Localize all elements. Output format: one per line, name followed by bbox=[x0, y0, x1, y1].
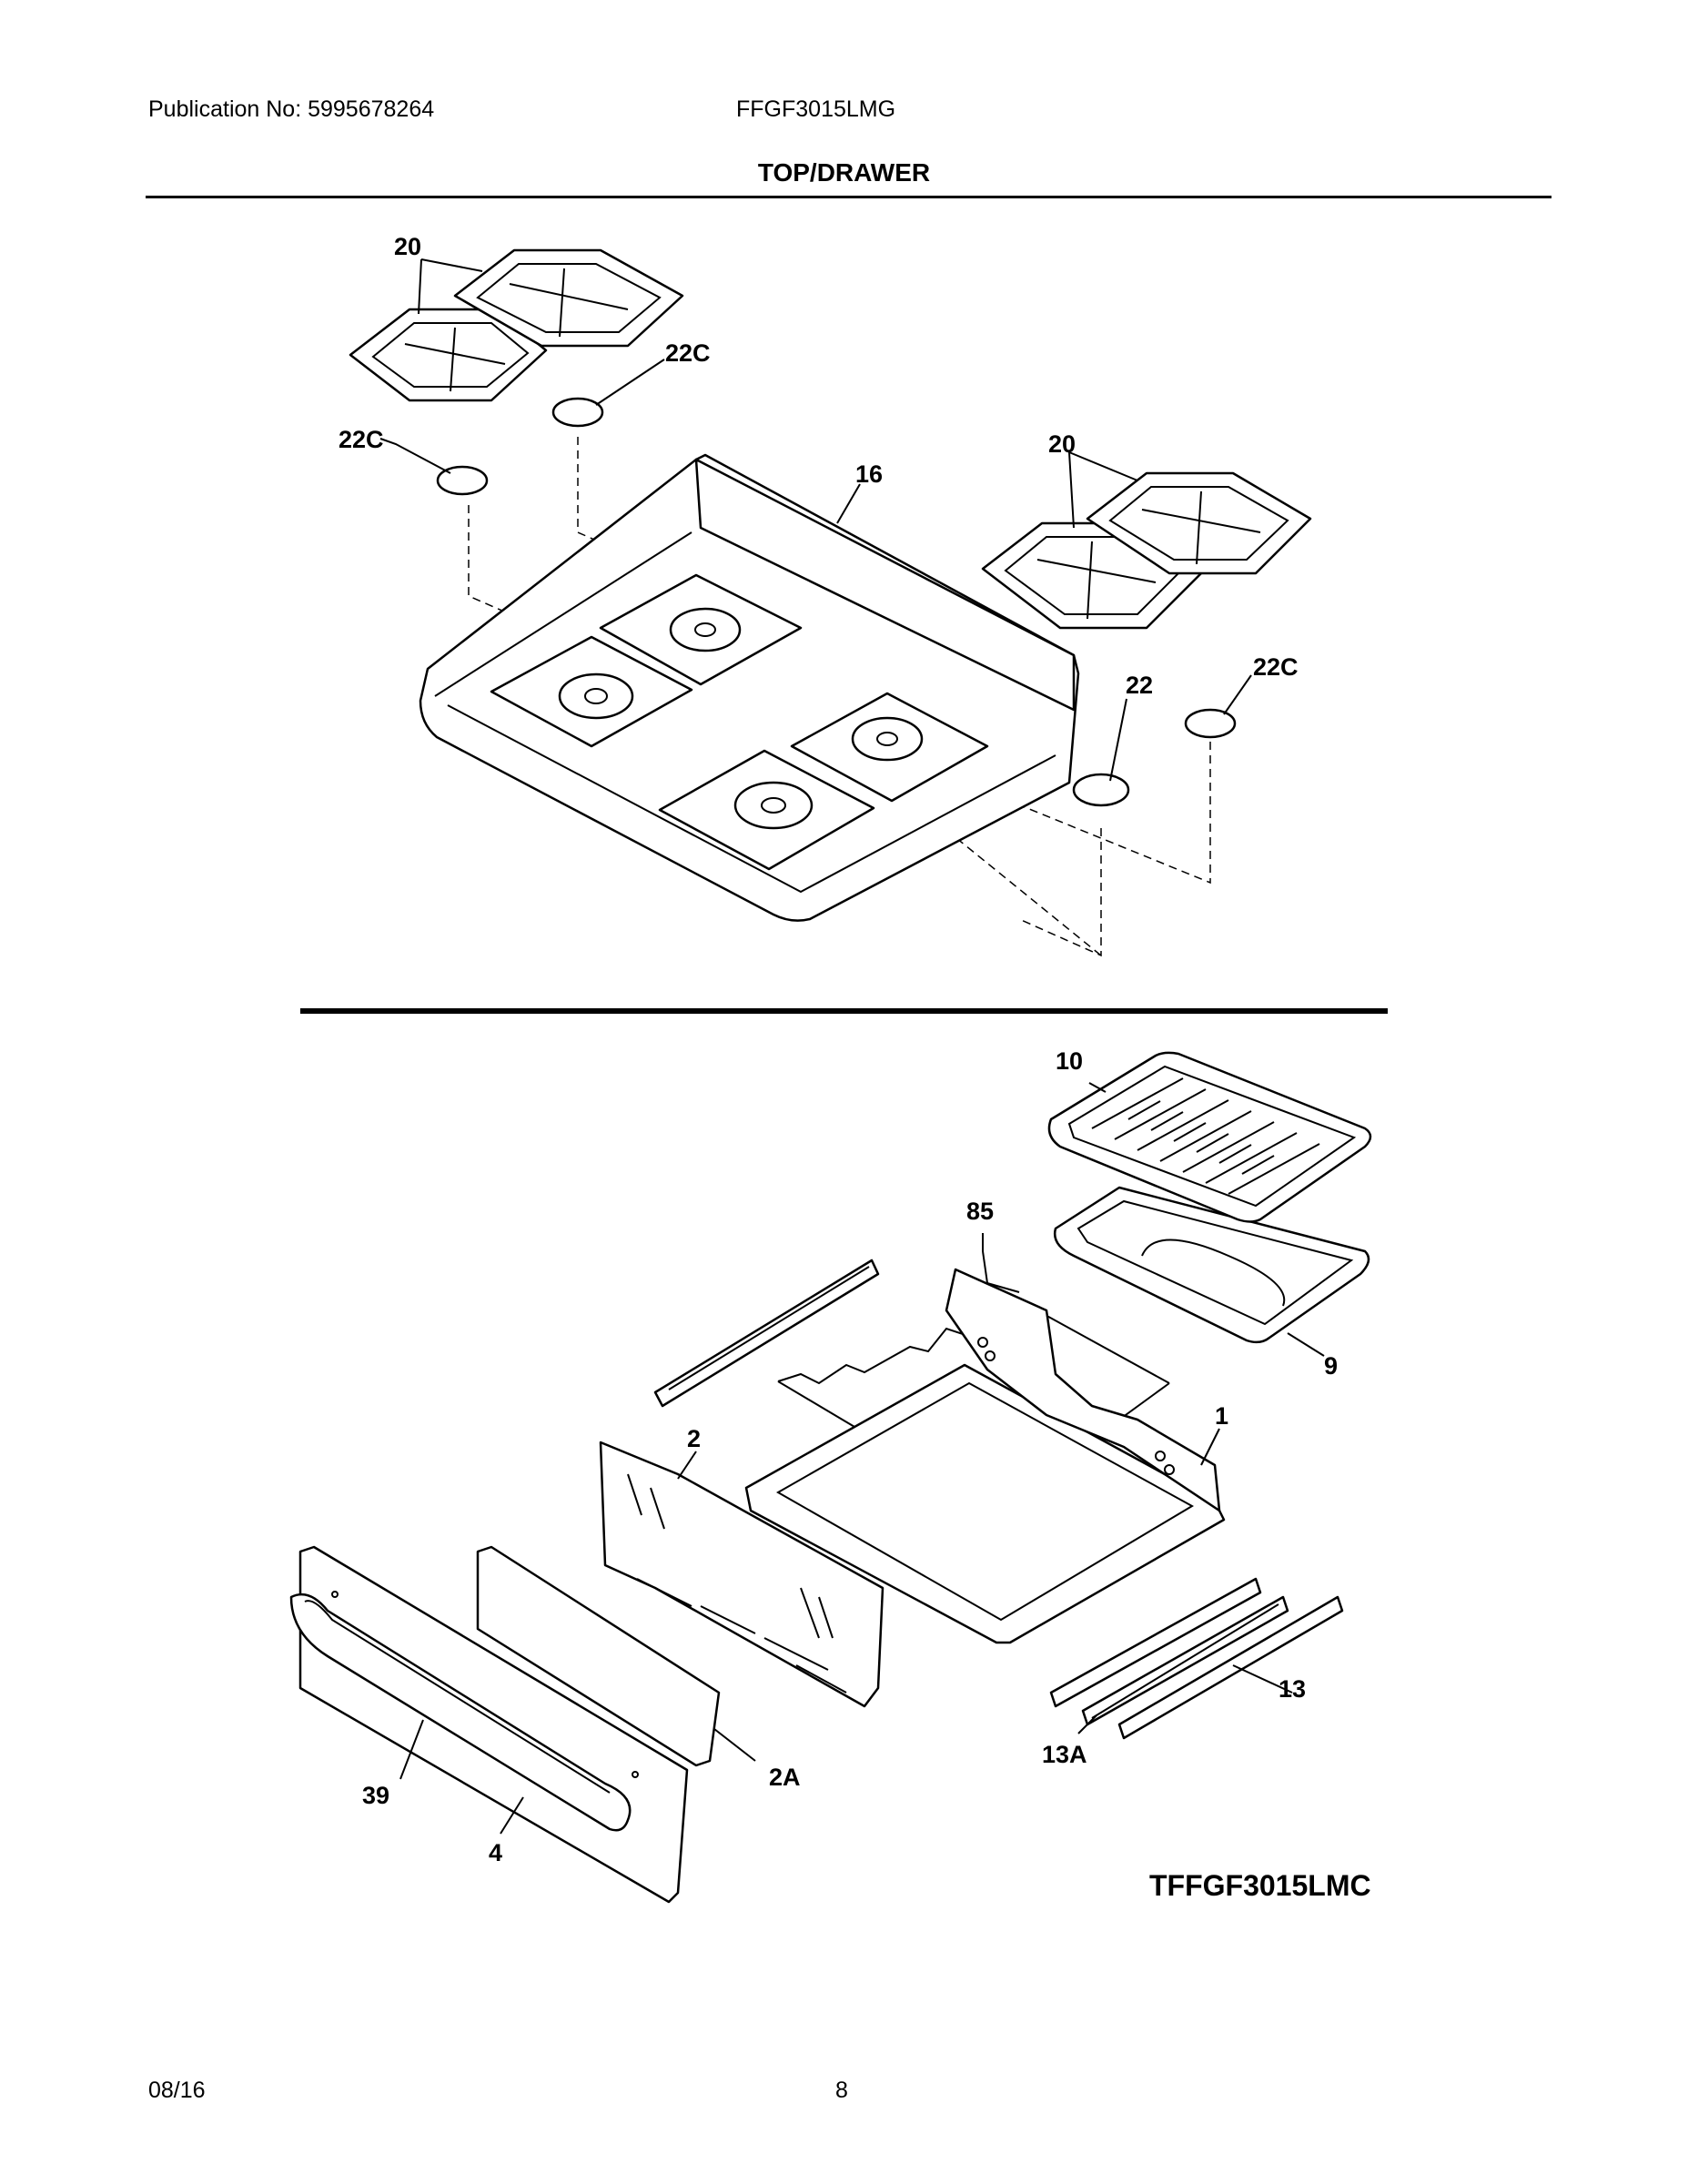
callout-20-left: 20 bbox=[394, 233, 421, 260]
drawer-inner-panel bbox=[476, 1545, 721, 1767]
header-rule bbox=[146, 196, 1552, 198]
section-title: TOP/DRAWER bbox=[757, 158, 931, 187]
callout-22: 22 bbox=[1126, 672, 1153, 699]
burner-heads bbox=[558, 607, 924, 830]
right-slide-rails bbox=[1049, 1577, 1344, 1740]
diagram-reference-code: TFFGF3015LMC bbox=[1149, 1869, 1371, 1902]
callout-16: 16 bbox=[855, 460, 883, 488]
cooktop-assembly: 20 22C 22C 16 20 22 22C bbox=[339, 233, 1312, 957]
callout-22c-left-bottom: 22C bbox=[339, 426, 384, 453]
leader-lines-bottom bbox=[399, 1082, 1325, 1835]
drawer-body bbox=[744, 1268, 1226, 1644]
drawer-assembly: 10 85 9 1 2 13 13A 2A 39 4 TFFGF3015LMC bbox=[289, 1047, 1372, 1904]
callout-85: 85 bbox=[966, 1198, 994, 1225]
callout-20-right: 20 bbox=[1048, 430, 1076, 458]
callout-39: 39 bbox=[362, 1782, 389, 1809]
callout-10: 10 bbox=[1056, 1047, 1083, 1075]
callout-2a: 2A bbox=[769, 1764, 801, 1791]
footer-date: 08/16 bbox=[148, 2078, 206, 2103]
broiler-grid bbox=[1047, 1051, 1372, 1223]
publication-number: Publication No: 5995678264 bbox=[148, 96, 435, 122]
grates-left bbox=[349, 248, 684, 402]
callout-22c-right: 22C bbox=[1253, 653, 1299, 681]
page-number: 8 bbox=[835, 2078, 848, 2103]
model-number: FFGF3015LMG bbox=[736, 96, 896, 122]
drawer-liner bbox=[599, 1441, 884, 1708]
broiler-pan bbox=[1053, 1186, 1370, 1344]
callout-2: 2 bbox=[687, 1425, 701, 1452]
left-slide-rail bbox=[653, 1259, 880, 1408]
callout-13: 13 bbox=[1279, 1675, 1306, 1703]
drawer-front bbox=[289, 1545, 689, 1904]
main-top-panel bbox=[419, 453, 1080, 922]
callout-9: 9 bbox=[1324, 1352, 1338, 1380]
grid-slots bbox=[1091, 1077, 1320, 1195]
callout-13a: 13A bbox=[1042, 1741, 1087, 1768]
callout-22c-left-top: 22C bbox=[665, 339, 711, 367]
callout-4: 4 bbox=[489, 1839, 502, 1866]
section-divider bbox=[300, 1008, 1388, 1014]
burner-caps bbox=[436, 397, 1237, 807]
grates-right bbox=[981, 471, 1312, 630]
leader-lines-top bbox=[379, 258, 1252, 782]
callout-1: 1 bbox=[1215, 1402, 1228, 1430]
